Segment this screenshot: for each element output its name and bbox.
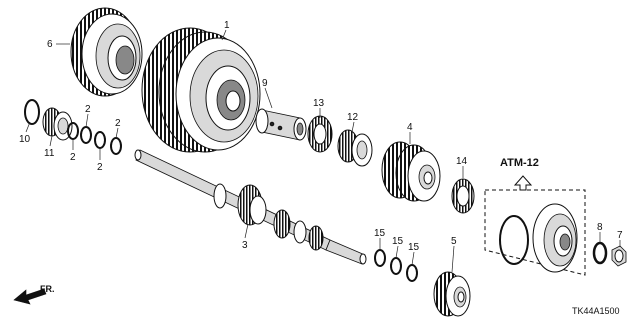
part-14-thrust-bearing: [451, 178, 475, 214]
callout-8: 8: [597, 222, 603, 233]
callout-5: 5: [451, 236, 457, 247]
callout-7: 7: [617, 230, 623, 241]
up-arrow-icon: [513, 175, 533, 191]
part-12-needle-bearing: [337, 129, 373, 167]
callout-9: 9: [262, 78, 268, 89]
part-15-snap-rings: [374, 249, 418, 282]
callout-10: 10: [19, 134, 31, 145]
callout-15c: 15: [408, 242, 420, 253]
callout-12: 12: [347, 112, 359, 123]
part-11-needle-bearing: [42, 107, 73, 141]
callout-11: 11: [44, 148, 55, 159]
part-7-lock-nut: [611, 245, 627, 267]
part-4-gear: [381, 141, 441, 202]
part-3-main-shaft: [134, 149, 367, 265]
callout-4: 4: [407, 122, 413, 133]
front-arrow-icon: [13, 288, 47, 305]
part-2-thrust-washers: [67, 122, 122, 155]
callout-15b: 15: [392, 236, 404, 247]
callout-6: 6: [47, 39, 53, 50]
leader-lines: [25, 29, 621, 273]
subassembly-label: ATM-12: [500, 157, 539, 169]
callout-14: 14: [456, 156, 468, 167]
callout-2c: 2: [97, 162, 103, 173]
part-6-ring-gear: [70, 7, 143, 97]
callout-labels: 1 6 9 13 12 4 14 3 5 10 11 2 2 2 2 15 15…: [19, 20, 623, 253]
callout-3: 3: [242, 240, 248, 251]
part-8-race: [592, 241, 608, 265]
part-9-hub-sleeve: [255, 108, 307, 141]
part-5-gear: [433, 271, 471, 317]
atm-12-subassembly: [484, 189, 586, 276]
callout-2a: 2: [85, 104, 91, 115]
callout-15a: 15: [374, 228, 386, 239]
part-13-thrust-bearing: [307, 115, 333, 153]
callout-2d: 2: [115, 118, 121, 129]
part-10-snap-ring: [24, 99, 40, 125]
callout-13: 13: [313, 98, 325, 109]
callout-1: 1: [224, 20, 230, 31]
part-1-clutch-gear-assembly: [141, 27, 261, 153]
front-indicator-label: FR.: [40, 284, 55, 294]
callout-2b: 2: [70, 152, 76, 163]
diagram-code: TK44A1500: [572, 306, 620, 316]
